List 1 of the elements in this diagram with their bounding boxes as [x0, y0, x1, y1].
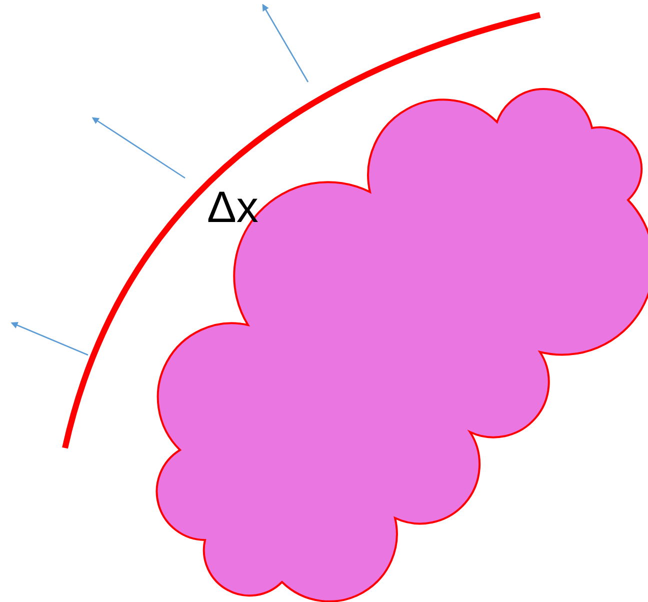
distance-label: Δx — [207, 186, 258, 230]
